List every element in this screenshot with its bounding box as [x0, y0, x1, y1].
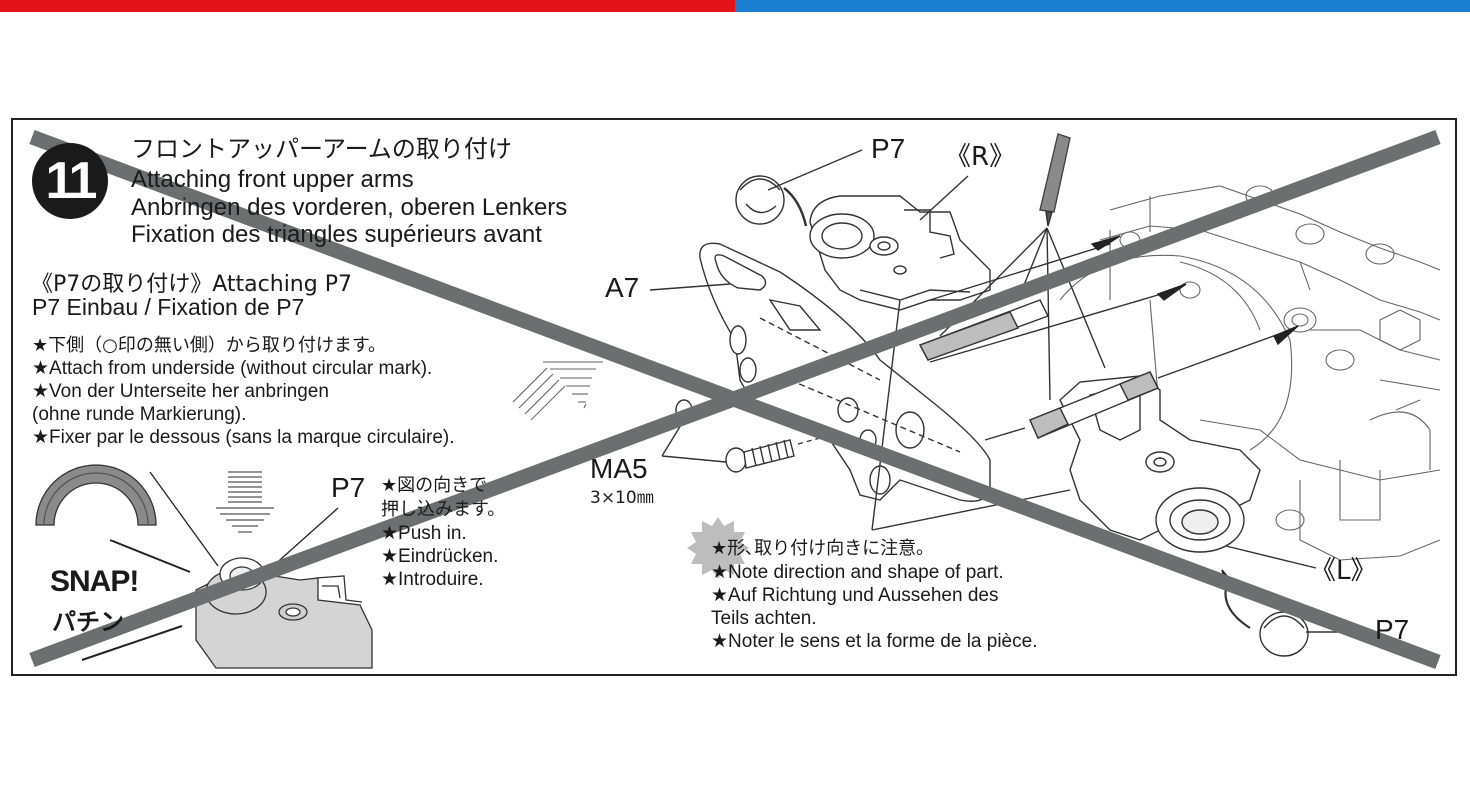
part-label-left: 《L》 [1310, 556, 1377, 586]
push-in-fr: ★Introduire. [381, 569, 484, 590]
step-title-en: Attaching front upper arms [131, 166, 414, 193]
step-title-jp: フロントアッパーアームの取り付け [131, 135, 512, 163]
p7-note-de-cont: (ohne runde Markierung). [32, 404, 247, 425]
hatched-direction-arrow [512, 361, 603, 421]
part-label-ma5: MA5 [590, 453, 648, 484]
part-label-p7-bottom: P7 [1375, 614, 1410, 645]
caution-de-cont: Teils achten. [711, 608, 817, 629]
part-label-right: 《R》 [945, 142, 1016, 172]
caution-jp: ★形､取り付け向きに注意｡ [711, 538, 926, 559]
main-assembly-drawing [649, 133, 1441, 657]
push-in-jp-2: 押し込みます。 [381, 499, 506, 520]
cross-out-mark [29, 129, 1441, 670]
caution-fr: ★Noter le sens et la forme de la pièce. [711, 631, 1038, 652]
caution-de: ★Auf Richtung und Aussehen des [711, 585, 999, 606]
push-in-en: ★Push in. [381, 523, 467, 544]
top-bar-blue [735, 0, 1470, 12]
step-title-de: Anbringen des vorderen, oberen Lenkers [131, 194, 568, 221]
snap-label: SNAP! [50, 565, 139, 598]
push-in-jp-1: ★図の向きで [381, 475, 488, 496]
part-label-ma5-size: 3×10㎜ [590, 488, 654, 508]
push-in-de: ★Eindrücken. [381, 546, 499, 567]
top-color-bar [0, 0, 1470, 12]
p7-note-en: ★Attach from underside (without circular… [32, 358, 433, 379]
p7-note-fr: ★Fixer par le dessous (sans la marque ci… [32, 427, 455, 448]
part-label-a7: A7 [605, 272, 640, 303]
p7-section-subheading: P7 Einbau / Fixation de P7 [32, 294, 305, 320]
push-in-part-label: P7 [331, 472, 366, 503]
p7-note-jp: ★下側（○印の無い側）から取り付けます。 [32, 335, 387, 356]
p7-section-heading: 《P7の取り付け》Attaching P7 [31, 272, 352, 297]
part-label-p7-top: P7 [871, 133, 906, 164]
caution-en: ★Note direction and shape of part. [711, 562, 1004, 583]
step-number-badge: 11 [32, 143, 108, 219]
caution-starburst [687, 517, 749, 579]
top-bar-red [0, 0, 735, 12]
p7-note-de: ★Von der Unterseite her anbringen [32, 381, 329, 402]
step-title-fr: Fixation des triangles supérieurs avant [131, 221, 542, 248]
snap-label-jp: パチン [52, 608, 124, 636]
